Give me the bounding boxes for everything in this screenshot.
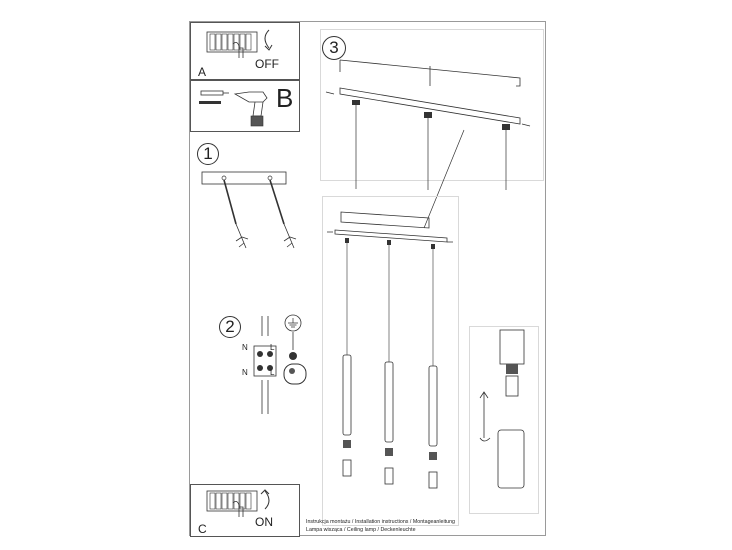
terminal-block-diagram: [253, 316, 277, 414]
step-a-box: A OFF: [190, 22, 300, 80]
wire-n-top-label: N: [242, 343, 248, 352]
footer-caption-line2: Lampa wisząca / Ceiling lamp / Deckenleu…: [306, 527, 416, 533]
step-b-letter: B: [276, 83, 294, 113]
assembled-pendant-lamp-diagram: [327, 211, 453, 489]
step-2-number: 2: [219, 316, 241, 338]
step-3-number: 3: [322, 36, 346, 60]
step-a-letter: A: [198, 65, 207, 79]
bulb-replacement-panel: [469, 326, 539, 514]
wall-plug-icon: [199, 90, 229, 104]
assembled-lamp-panel: [322, 196, 459, 526]
canopy-cable-attach-diagram: [201, 171, 297, 249]
wire-l-bottom-label: L: [270, 368, 275, 377]
ground-terminal-diagram: [283, 314, 307, 385]
footer-caption-line1: Instrukcja montażu / Installation instru…: [306, 519, 455, 525]
wire-l-top-label: L: [270, 343, 275, 352]
drill-icon: [233, 91, 268, 127]
step-b-box: B: [190, 80, 300, 132]
fuse-box-icon: [206, 490, 258, 517]
step-c-letter: C: [198, 522, 207, 536]
ceiling-bracket-mounting-diagram: [325, 59, 531, 229]
instruction-sheet: A OFF B 1 2 N L N L: [189, 21, 546, 537]
bulb-replacement-diagram: [479, 329, 525, 489]
power-off-label: OFF: [255, 57, 279, 71]
switch-up-arrow-icon: [260, 489, 270, 510]
fuse-box-icon: [206, 31, 258, 58]
switch-down-arrow-icon: [264, 29, 273, 51]
step-1-number: 1: [197, 143, 219, 165]
step-c-box: C ON: [190, 484, 300, 537]
wire-n-bottom-label: N: [242, 368, 248, 377]
step-3-panel: [320, 29, 544, 181]
power-on-label: ON: [255, 515, 273, 529]
